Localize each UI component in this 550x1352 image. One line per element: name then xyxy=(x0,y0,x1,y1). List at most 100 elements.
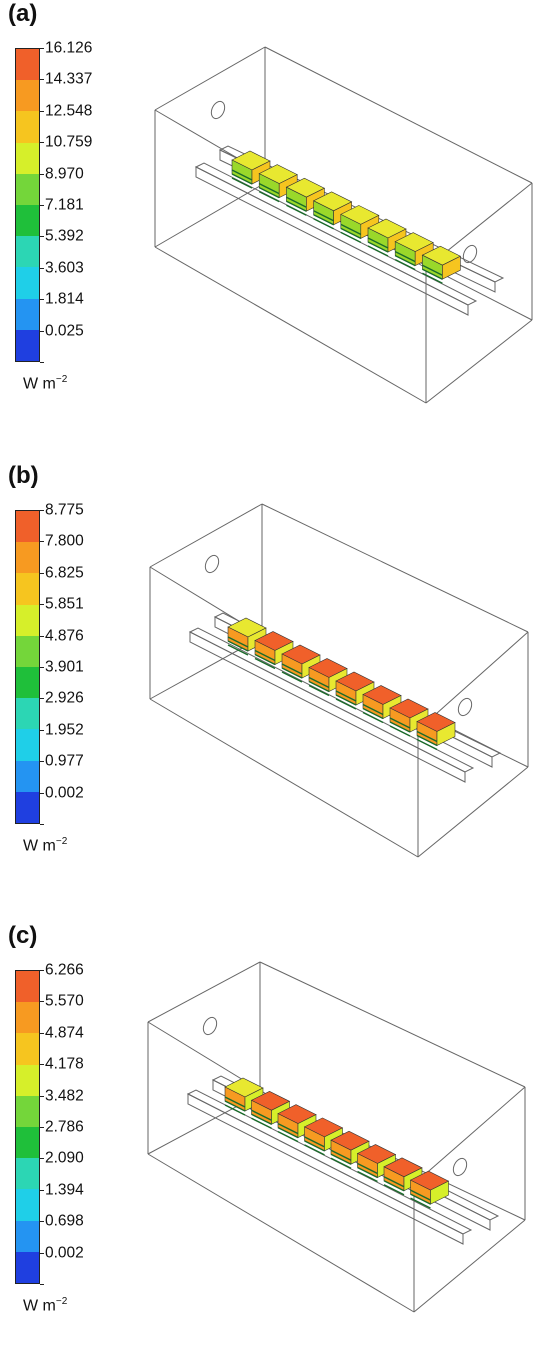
legend-color-segment xyxy=(16,49,39,81)
legend-tick-label: 8.970 xyxy=(45,164,84,182)
legend-tick-mark xyxy=(40,1221,44,1223)
support-rail-top xyxy=(186,1089,473,1235)
legend-color-segment xyxy=(16,604,39,636)
legend-tick-mark xyxy=(40,510,44,511)
block-layer-line xyxy=(286,200,307,212)
legend-tick-label: 2.926 xyxy=(45,689,84,707)
legend-color-segment xyxy=(16,204,39,237)
legend-tick-label: 5.851 xyxy=(45,595,84,613)
enclosure-edge xyxy=(147,1153,415,1313)
block-layer-line xyxy=(308,684,330,697)
legend-tick-mark xyxy=(40,299,44,301)
enclosure-edge xyxy=(417,766,529,858)
legend-tick-mark xyxy=(40,1032,44,1034)
legend-tick-label: 1.814 xyxy=(45,290,84,308)
block-layer-line xyxy=(367,241,389,253)
legend-color-segment xyxy=(16,173,39,205)
block-layer-line xyxy=(335,690,357,702)
legend-color-segment xyxy=(16,236,39,268)
legend-color-segment xyxy=(16,1064,39,1096)
color-legend-bar xyxy=(15,510,40,824)
block-layer-line xyxy=(330,1149,352,1161)
legend-tick-mark xyxy=(40,1001,44,1003)
legend-color-segment xyxy=(16,729,39,761)
block-layer-line xyxy=(340,227,362,240)
color-legend-bar xyxy=(15,48,40,362)
block-layer-line xyxy=(258,182,280,195)
block-layer-line xyxy=(389,725,411,737)
legend-tick-mark xyxy=(40,1095,44,1097)
legend-color-segment xyxy=(16,1095,39,1127)
legend-tick-label: 14.337 xyxy=(45,70,93,88)
block-layer-line xyxy=(367,237,389,249)
legend-tick-mark xyxy=(40,667,44,668)
legend-tick-label: 16.126 xyxy=(45,39,93,57)
panel-a: (a) 16.126 14.337 12.548 10.759 8.970 7.… xyxy=(0,0,550,440)
legend-color-segment xyxy=(16,511,39,543)
legend-tick-mark xyxy=(40,1284,44,1285)
legend-tick-mark xyxy=(40,330,44,332)
enclosure-edge xyxy=(413,1219,526,1313)
legend-color-segment xyxy=(16,573,39,605)
legend-tick-label: 3.901 xyxy=(45,658,84,676)
legend-color-segment xyxy=(16,298,39,330)
block-layer-line xyxy=(251,1117,272,1129)
legend-color-segment xyxy=(16,760,39,792)
legend-tick-label: 5.570 xyxy=(45,992,84,1010)
enclosure-edge xyxy=(264,46,533,184)
block-layer-line xyxy=(357,1166,378,1179)
legend-color-segment xyxy=(16,542,39,574)
block-layer-line xyxy=(389,721,411,733)
block-layer-line xyxy=(313,214,334,226)
block-layer-line xyxy=(340,231,362,244)
block-layer-line xyxy=(304,1144,325,1156)
legend-tick-label: 4.874 xyxy=(45,1024,84,1042)
block-layer-line xyxy=(286,196,307,208)
block-layer-line xyxy=(416,734,438,747)
block-layer-line xyxy=(251,1109,272,1121)
outlet-opening xyxy=(457,697,473,717)
block-layer-line xyxy=(224,1096,246,1108)
block-layer-line xyxy=(335,698,357,710)
legend-tick-label: 5.392 xyxy=(45,227,84,245)
support-rail-top xyxy=(188,627,475,773)
legend-color-segment xyxy=(16,971,39,1003)
legend-tick-mark xyxy=(40,970,44,971)
block-layer-line xyxy=(416,730,438,743)
block-layer-line xyxy=(304,1136,325,1148)
outlet-opening xyxy=(462,244,478,264)
block-layer-line xyxy=(357,1170,378,1183)
enclosure-edge xyxy=(154,246,427,404)
legend-color-segment xyxy=(16,635,39,667)
enclosure-edge xyxy=(154,46,266,111)
legend-tick-mark xyxy=(40,541,44,543)
block-layer-line xyxy=(227,640,249,652)
block-layer-line xyxy=(254,653,276,666)
legend-tick-label: 0.002 xyxy=(45,1244,84,1262)
block-layer-line xyxy=(362,711,384,724)
block-layer-line xyxy=(308,676,330,689)
block-layer-line xyxy=(281,667,303,679)
legend-color-segment xyxy=(16,698,39,730)
legend-tick-label: 7.181 xyxy=(45,196,84,214)
legend-tick-mark xyxy=(40,729,44,731)
block-layer-line xyxy=(258,190,280,203)
legend-tick-label: 6.825 xyxy=(45,564,84,582)
block-layer-line xyxy=(335,694,357,706)
block-layer-line xyxy=(277,1126,299,1139)
block-layer-line xyxy=(304,1140,325,1152)
block-layer-line xyxy=(367,245,389,257)
legend-tick-mark xyxy=(40,79,44,81)
legend-color-segment xyxy=(16,1189,39,1221)
block-layer-line xyxy=(231,173,253,185)
legend-tick-mark xyxy=(40,1064,44,1066)
panel-label: (a) xyxy=(8,0,38,27)
legend-color-segment xyxy=(16,1033,39,1065)
block-layer-line xyxy=(227,644,249,656)
legend-tick-mark xyxy=(40,1127,44,1128)
enclosure-edge xyxy=(149,503,263,568)
block-layer-line xyxy=(416,738,438,751)
legend-color-segment xyxy=(16,1002,39,1034)
legend-tick-mark xyxy=(40,110,44,112)
heated-block xyxy=(394,232,434,271)
